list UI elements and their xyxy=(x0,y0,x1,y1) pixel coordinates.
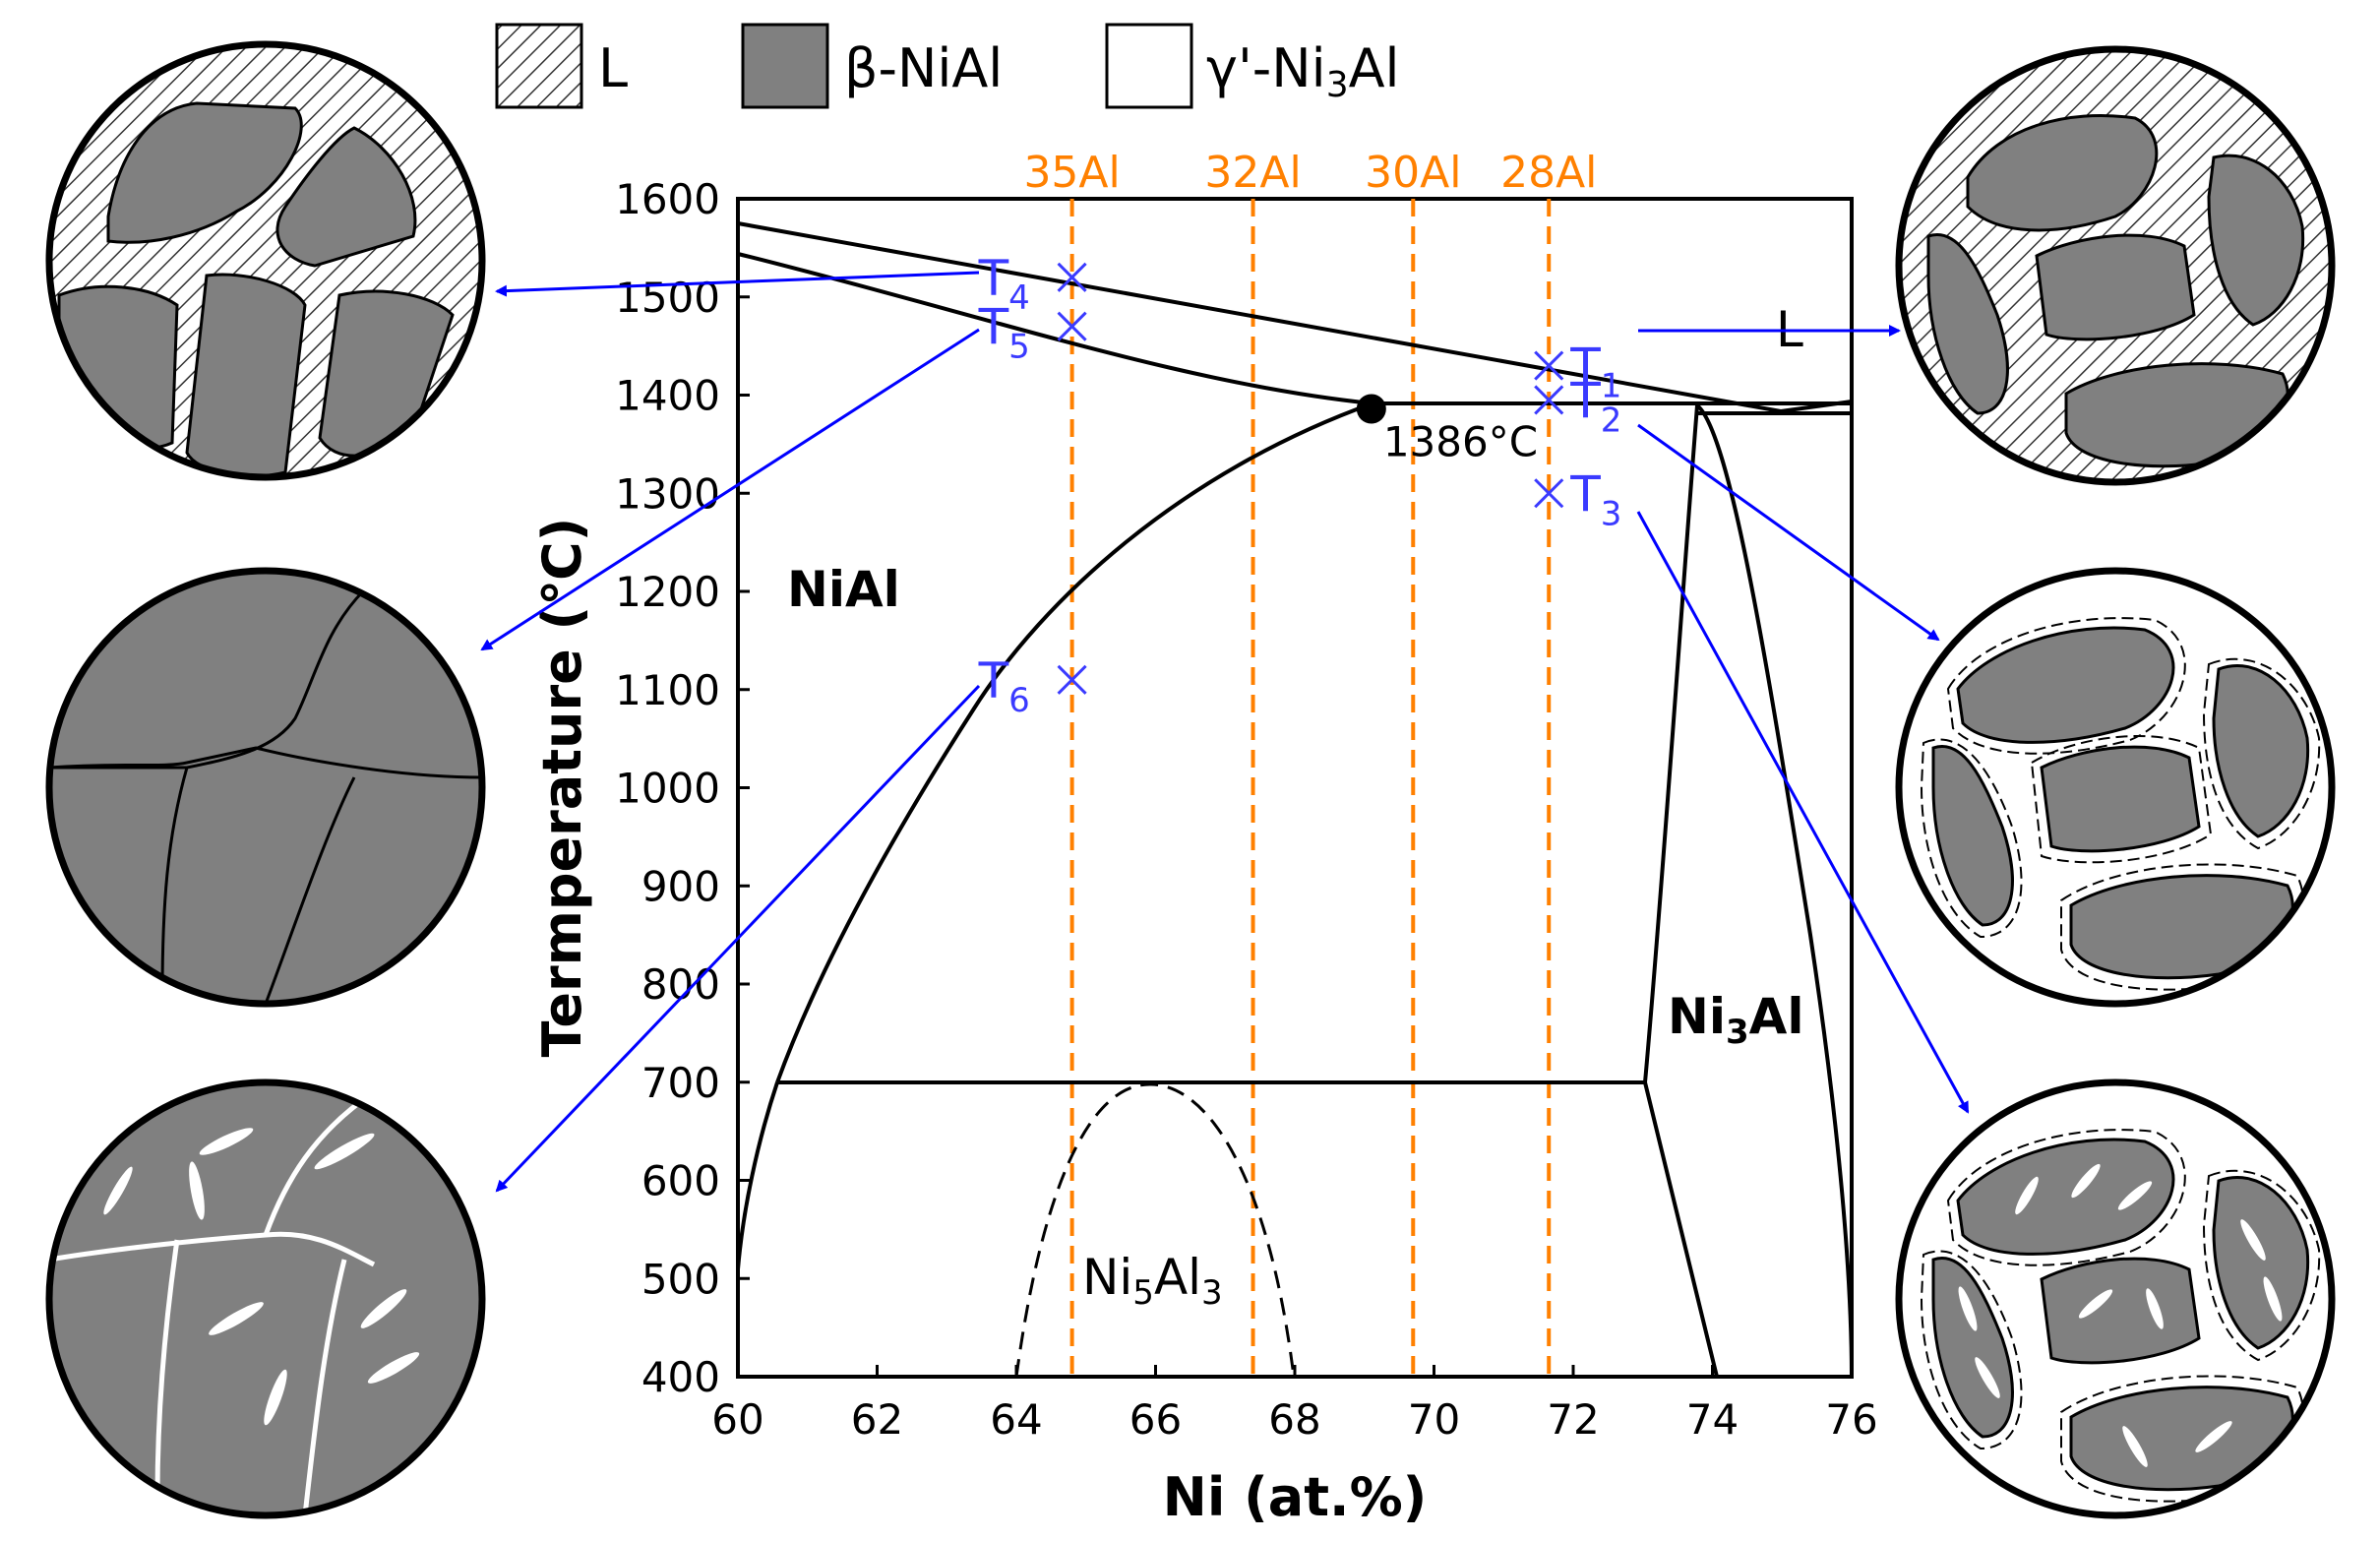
sample-point-label: T3 xyxy=(1569,465,1621,533)
liquidus-lower xyxy=(737,252,1373,405)
arrow-t2 xyxy=(1637,423,1940,642)
legend-label-beta-nial: β-NiAl xyxy=(844,37,1003,99)
composition-label: 28Al xyxy=(1500,148,1597,198)
nial-left-boundary xyxy=(736,1081,779,1270)
x-tick-label: 60 xyxy=(711,1395,763,1444)
y-tick-label: 700 xyxy=(641,1059,720,1107)
ni3al-right-boundary xyxy=(1695,403,1854,1378)
y-tick-label: 600 xyxy=(641,1157,720,1205)
legend-label-liquid: L xyxy=(598,37,628,99)
y-tick-label: 400 xyxy=(641,1353,720,1401)
y-tick-label: 1200 xyxy=(615,568,720,616)
plot-area: 4005006007008009001000110012001300140015… xyxy=(531,148,1878,1528)
x-tick-label: 70 xyxy=(1408,1395,1460,1444)
arrow-t6 xyxy=(495,684,981,1193)
sample-point-t1: T1 xyxy=(1534,339,1621,406)
arrow-t3 xyxy=(1636,511,1970,1114)
sample-point-t5: T5 xyxy=(978,299,1087,367)
ni5al3-dome xyxy=(1014,1082,1296,1378)
sample-point-label: T4 xyxy=(978,250,1030,318)
composition-lines: 35Al 32Al 30Al 28Al xyxy=(1023,148,1597,1377)
y-tick-label: 1000 xyxy=(615,765,720,813)
y-tick-label: 1100 xyxy=(615,666,720,714)
phase-label-nial: NiAl xyxy=(787,561,900,618)
sample-point-t2: T2 xyxy=(1534,372,1621,440)
microstructure-t4 xyxy=(45,40,486,481)
microstructure-t6 xyxy=(45,1079,486,1519)
y-tick-label: 500 xyxy=(641,1255,720,1303)
microstructure-t1 xyxy=(1895,45,2336,486)
y-tick-label: 1300 xyxy=(615,469,720,518)
y-tick-label: 900 xyxy=(641,862,720,910)
x-tick-label: 68 xyxy=(1268,1395,1320,1444)
x-axis-ticks: 60 62 64 66 68 70 72 74 76 xyxy=(711,1365,1878,1444)
sample-point-label: T2 xyxy=(1569,372,1621,440)
microstructure-t2 xyxy=(1895,567,2336,1008)
x-tick-label: 62 xyxy=(851,1395,903,1444)
sample-point-label: T1 xyxy=(1569,339,1621,406)
x-axis-label: Ni (at.%) xyxy=(1163,1466,1428,1528)
y-axis-ticks: 4005006007008009001000110012001300140015… xyxy=(615,175,750,1401)
arrow-t4 xyxy=(495,271,980,297)
microstructure-t3 xyxy=(1895,1079,2336,1519)
arrow-t5 xyxy=(480,328,980,651)
microstructure-t5 xyxy=(45,567,486,1008)
x-tick-label: 74 xyxy=(1686,1395,1739,1444)
nial-solvus xyxy=(775,401,1373,1083)
legend-swatch-beta-nial xyxy=(741,23,829,109)
x-tick-label: 64 xyxy=(990,1395,1042,1444)
phase-label-ni3al: Ni3Al xyxy=(1668,988,1804,1052)
sample-point-t6: T6 xyxy=(978,652,1087,720)
ni3al-left-boundary xyxy=(1642,404,1719,1378)
composition-label: 30Al xyxy=(1365,148,1461,198)
y-tick-label: 1500 xyxy=(615,274,720,322)
legend: L β-NiAl γ'-Ni3Al xyxy=(495,23,1400,109)
x-tick-label: 66 xyxy=(1129,1395,1182,1444)
y-tick-label: 1400 xyxy=(615,372,720,420)
liquidus-upper xyxy=(737,221,1853,414)
plot-frame xyxy=(736,197,1854,1379)
composition-label: 35Al xyxy=(1023,148,1120,198)
x-tick-label: 76 xyxy=(1825,1395,1877,1444)
y-axis-label: Termperature (℃) xyxy=(531,518,593,1058)
eutectic-point xyxy=(1356,394,1386,424)
legend-label-gamma-prime: γ'-Ni3Al xyxy=(1206,37,1400,105)
eutectic-label: 1386°C xyxy=(1383,417,1538,465)
sample-point-t3: T3 xyxy=(1534,465,1621,533)
legend-swatch-gamma-prime xyxy=(1105,23,1193,109)
composition-label: 32Al xyxy=(1204,148,1301,198)
phase-boundaries xyxy=(736,221,1854,1378)
sample-point-label: T5 xyxy=(978,299,1030,367)
sample-point-t4: T4 xyxy=(978,250,1087,318)
sample-point-label: T6 xyxy=(978,652,1030,720)
x-tick-label: 72 xyxy=(1547,1395,1599,1444)
phase-label-ni5al3: Ni5Al3 xyxy=(1082,1249,1223,1313)
legend-swatch-liquid xyxy=(495,23,583,109)
y-tick-label: 1600 xyxy=(615,175,720,223)
arrows xyxy=(480,271,1970,1193)
